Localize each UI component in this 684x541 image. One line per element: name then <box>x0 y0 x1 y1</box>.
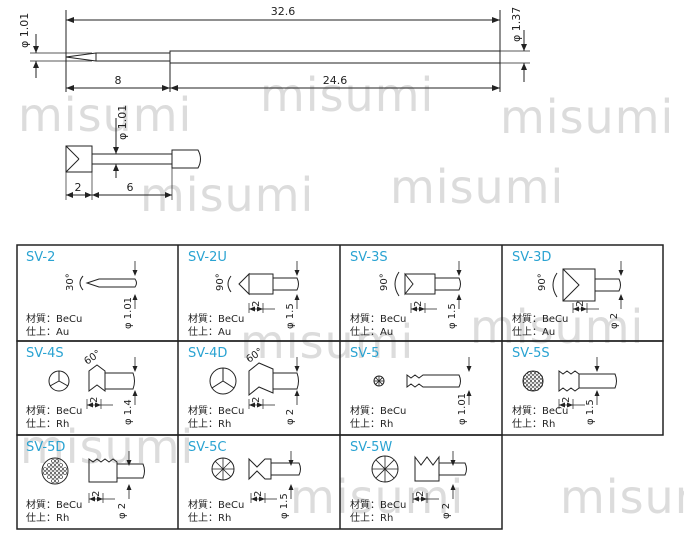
body-diameter-label: φ 1.37 <box>510 7 523 42</box>
overall-length-label: 32.6 <box>271 5 296 18</box>
tip-length-label: 2 <box>575 301 586 307</box>
material-label: 材質：BeCu <box>188 314 245 325</box>
variant-cell-sv-5c: φ 1.5 2 SV-5C 材質：BeCu 仕上：Rh <box>179 435 340 529</box>
tip-profile-figure: φ 1.01 30° <box>65 261 138 329</box>
tip-diameter-label: φ 1.5 <box>279 493 290 519</box>
detail-head-length-label: 2 <box>75 181 82 194</box>
finish-label: 仕上：Au <box>512 327 556 338</box>
tip-diameter-label: φ 2 <box>609 313 620 329</box>
tip-length-label: 2 <box>413 301 424 307</box>
variant-cell-sv-3s: φ 1.5 2 90° SV-3S 材質：BeCu 仕上：Au <box>341 245 502 341</box>
finish-label: 仕上：Rh <box>26 513 70 524</box>
tip-diameter-label: φ 2 <box>117 503 128 519</box>
tip-angle-label: 90° <box>215 273 226 291</box>
tip-angle-label: 60° <box>82 348 103 367</box>
tip-angle-label: 90° <box>537 273 548 291</box>
tip-diameter-label: φ 1.01 <box>457 393 468 425</box>
variant-code: SV-5 <box>350 346 380 361</box>
tip-angle-label: 60° <box>244 346 265 365</box>
finish-label: 仕上：Rh <box>188 419 232 430</box>
tip-diameter-label: φ 2 <box>285 409 296 425</box>
tip-diameter-label: φ 2 <box>441 503 452 519</box>
variant-code: SV-2 <box>26 250 56 265</box>
tip-profile-figure: φ 1.01 <box>373 357 472 425</box>
variant-cell-sv-2: φ 1.01 30° SV-2 材質：BeCu 仕上：Au <box>17 245 178 341</box>
finish-label: 仕上：Rh <box>350 419 394 430</box>
variant-code: SV-5C <box>188 440 227 455</box>
material-label: 材質：BeCu <box>350 314 407 325</box>
material-label: 材質：BeCu <box>26 500 83 511</box>
tip-diameter-label: φ 1.4 <box>123 399 134 425</box>
variant-cell-sv-3d: φ 2 2 90° SV-3D 材質：BeCu 仕上：Au <box>503 245 664 341</box>
probe-overall-drawing: 32.6 8 24.6 φ 1.01 φ 1.37 2 6 φ 1.01 <box>18 5 530 200</box>
tip-diameter-label: φ 1.01 <box>123 297 134 329</box>
variant-cell-sv-2u: φ 1.5 2 90° SV-2U 材質：BeCu 仕上：Au <box>179 245 340 341</box>
material-label: 材質：BeCu <box>188 406 245 417</box>
material-label: 材質：BeCu <box>350 500 407 511</box>
material-label: 材質：BeCu <box>512 314 569 325</box>
tip-length-label: 2 <box>251 397 262 403</box>
tip-length-label: 2 <box>89 397 100 403</box>
variant-cell-sv-4d: φ 2 2 60° SV-4D 材質：BeCu 仕上：Rh <box>179 341 340 435</box>
tip-profile-figure: φ 1.5 2 <box>522 357 617 425</box>
material-label: 材質：BeCu <box>350 406 407 417</box>
detail-neck-length-label: 6 <box>127 181 134 194</box>
tip-diameter-label: φ 1.5 <box>285 303 296 329</box>
tip-angle-label: 90° <box>379 273 390 291</box>
material-label: 材質：BeCu <box>26 314 83 325</box>
tip-length-label: 2 <box>251 301 262 307</box>
tip-length-label: 2 <box>91 491 102 497</box>
variant-code: SV-5D <box>26 440 66 455</box>
finish-label: 仕上：Rh <box>512 419 556 430</box>
variant-cell-sv-5s: φ 1.5 2 SV-5S 材質：BeCu 仕上：Rh <box>503 341 664 435</box>
finish-label: 仕上：Rh <box>188 513 232 524</box>
material-label: 材質：BeCu <box>26 406 83 417</box>
tip-profile-figure: φ 1.4 2 60° <box>48 348 138 425</box>
material-label: 材質：BeCu <box>188 500 245 511</box>
tip-profile-figure: φ 1.5 2 90° <box>379 261 462 329</box>
variant-cell-sv-5: φ 1.01 SV-5 材質：BeCu 仕上：Rh <box>341 341 502 435</box>
variant-cell-sv-5d: φ 2 2 SV-5D 材質：BeCu 仕上：Rh <box>17 435 178 529</box>
tip-profile-figure: φ 2 2 90° <box>537 261 624 329</box>
tip-diameter-label: φ 1.5 <box>585 399 596 425</box>
tip-profile-figure: φ 2 2 60° <box>209 346 300 425</box>
tip-length-label: 2 <box>253 491 264 497</box>
finish-label: 仕上：Au <box>26 327 70 338</box>
tip-angle-label: 30° <box>65 273 76 291</box>
variant-code: SV-3D <box>512 250 552 265</box>
finish-label: 仕上：Au <box>188 327 232 338</box>
finish-label: 仕上：Rh <box>26 419 70 430</box>
variant-code: SV-5S <box>512 346 550 361</box>
variant-code: SV-4D <box>188 346 228 361</box>
body-length-label: 24.6 <box>323 74 348 87</box>
finish-label: 仕上：Rh <box>350 513 394 524</box>
finish-label: 仕上：Au <box>350 327 394 338</box>
tip-profile-figure: φ 1.5 2 90° <box>215 261 300 329</box>
variant-table-borders <box>16 244 664 530</box>
tip-length-label: 2 <box>561 397 572 403</box>
tip-length-label: 2 <box>415 491 426 497</box>
material-label: 材質：BeCu <box>512 406 569 417</box>
tip-section-length-label: 8 <box>115 74 122 87</box>
variant-code: SV-4S <box>26 346 64 361</box>
variant-code: SV-3S <box>350 250 388 265</box>
variant-code: SV-2U <box>188 250 227 265</box>
detail-diameter-label: φ 1.01 <box>116 105 129 140</box>
tip-diameter-label: φ 1.5 <box>447 303 458 329</box>
tip-diameter-label: φ 1.01 <box>18 13 31 48</box>
variant-cell-sv-5w: φ 2 2 SV-5W 材質：BeCu 仕上：Rh <box>341 435 502 529</box>
variant-code: SV-5W <box>350 440 393 455</box>
tip-profile-figure: φ 2 2 <box>41 451 145 519</box>
variant-cell-sv-4s: φ 1.4 2 60° SV-4S 材質：BeCu 仕上：Rh <box>17 341 178 435</box>
tip-profile-figure: φ 1.5 2 <box>211 451 301 519</box>
tip-profile-figure: φ 2 2 <box>371 451 467 519</box>
